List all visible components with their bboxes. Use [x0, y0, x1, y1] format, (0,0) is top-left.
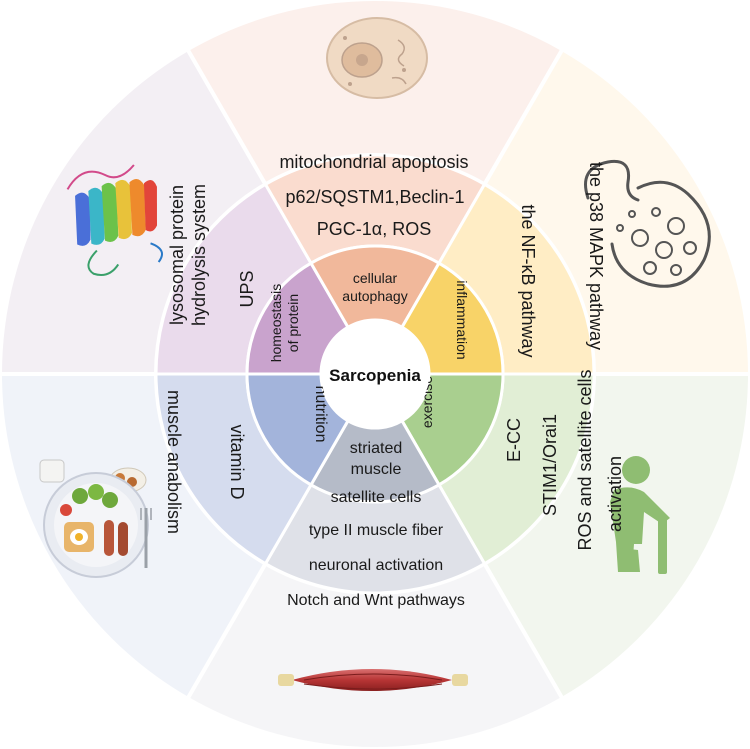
sector-striated-muscle: striated muscle satellite cells type II … — [287, 440, 465, 609]
center-title: Sarcopenia — [329, 366, 421, 385]
category-label: striated — [350, 440, 402, 457]
category-label: inflammation — [454, 280, 470, 359]
sector-protein-homeostasis: homeostasis of protein lysosomal protein… — [167, 184, 301, 362]
cell-nucleus-icon — [326, 17, 428, 99]
elderly-person-with-cane-icon — [610, 456, 670, 574]
category-label: homeostasis — [268, 284, 284, 363]
detail-label: type II muscle fiber — [309, 522, 444, 539]
detail-label: STIM1/Orai1 — [540, 414, 560, 516]
detail-label: mitochondrial apoptosis — [279, 152, 468, 172]
detail-label: satellite cells — [331, 489, 422, 506]
sector-inflammation: inflammation the p38 MAPK pathway the NF… — [454, 162, 606, 360]
detail-label: vitamin D — [227, 424, 247, 499]
sector-cellular-autophagy: cellular autophagy mitochondrial apoptos… — [279, 152, 468, 304]
detail-label: Notch and Wnt pathways — [287, 592, 465, 609]
detail-label: PGC-1α, ROS — [317, 219, 431, 239]
detail-label: hydrolysis system — [189, 184, 209, 326]
center-hub: Sarcopenia — [321, 320, 429, 428]
detail-label: the NF-κB pathway — [518, 204, 538, 357]
detail-label: the p38 MAPK pathway — [586, 162, 606, 350]
detail-label: p62/SQSTM1,Beclin-1 — [285, 187, 464, 207]
category-label: autophagy — [342, 288, 407, 304]
sector-exercise: exercise E-CC STIM1/Orai1 ROS and satell… — [419, 369, 625, 550]
fluorescent-protein-barrel-icon — [66, 164, 164, 277]
detail-label: neuronal activation — [309, 557, 443, 574]
sector-nutrition: nutrition vitamin D muscle anabolism — [164, 386, 329, 534]
category-label: muscle — [351, 461, 402, 478]
muscle-fiber-bundle-icon — [278, 669, 468, 691]
neuron-synapse-icon — [584, 159, 711, 288]
category-label: nutrition — [312, 386, 329, 443]
detail-label: ROS and satellite cells — [575, 369, 595, 550]
category-label: of protein — [285, 294, 301, 352]
breakfast-plate-icon — [39, 459, 152, 578]
detail-label: lysosomal protein — [167, 185, 187, 325]
detail-label: E-CC — [504, 418, 524, 462]
detail-label: muscle anabolism — [164, 390, 184, 534]
category-label: cellular — [353, 270, 398, 286]
detail-label: activation — [605, 456, 625, 532]
detail-label: UPS — [237, 270, 257, 307]
